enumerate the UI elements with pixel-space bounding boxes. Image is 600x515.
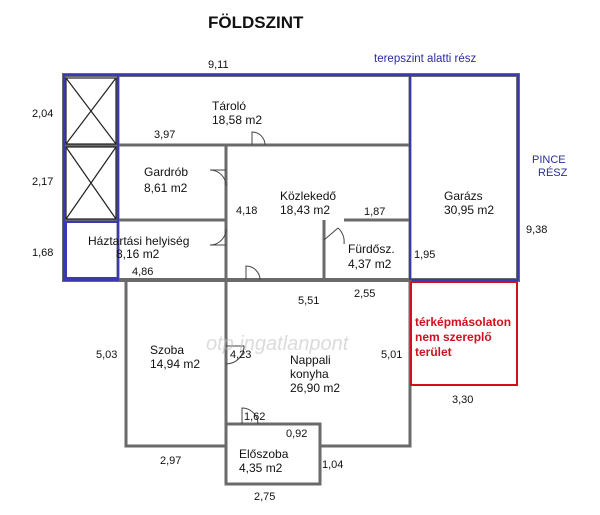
dim-nappali-left: 4,23 <box>230 349 251 361</box>
dim-eloszoba-side-b: 1,04 <box>322 459 343 471</box>
room-haztartasi: Háztartási helyiség 8,16 m2 <box>88 234 189 261</box>
room-nappali: Nappali konyha 26,90 m2 <box>290 353 340 395</box>
svg-text:konyha: konyha <box>290 367 329 381</box>
room-kozlekedo: Közlekedő 18,43 m2 <box>280 189 336 217</box>
dim-eloszoba-bottom: 2,75 <box>254 491 275 503</box>
pince-label-2: RÉSZ <box>538 166 568 179</box>
dim-furdo-top: 1,87 <box>364 206 385 218</box>
dim-haztartasi-len: 4,86 <box>132 266 153 278</box>
svg-text:Garázs: Garázs <box>444 189 483 203</box>
svg-text:4,37 m2: 4,37 m2 <box>348 257 392 271</box>
svg-text:8,16 m2: 8,16 m2 <box>116 247 160 261</box>
svg-text:Gardrób: Gardrób <box>144 165 188 179</box>
unmapped-note-1: térképmásolaton <box>415 315 511 329</box>
dim-kozl-width: 4,18 <box>236 205 257 217</box>
room-gardrob: Gardrób 8,61 m2 <box>144 165 188 195</box>
haztartasi-outline <box>65 221 119 279</box>
dim-left-low: 1,68 <box>32 247 53 259</box>
svg-text:8,61 m2: 8,61 m2 <box>144 181 188 195</box>
dim-tarolo-inner: 3,97 <box>154 129 175 141</box>
basement-outline-left <box>63 74 119 281</box>
dim-red-width: 3,30 <box>452 394 473 406</box>
svg-text:18,43 m2: 18,43 m2 <box>280 203 330 217</box>
svg-text:Előszoba: Előszoba <box>239 447 289 461</box>
dim-furdo-side: 1,95 <box>414 249 435 261</box>
basement-note: terepszint alatti rész <box>374 53 477 65</box>
unmapped-note-3: terület <box>415 345 452 359</box>
svg-text:30,95 m2: 30,95 m2 <box>444 203 494 217</box>
svg-text:Nappali: Nappali <box>290 353 331 367</box>
dim-szoba-height: 5,03 <box>96 349 117 361</box>
watermark: otp ingatlanpont <box>206 333 350 355</box>
svg-text:Háztartási helyiség: Háztartási helyiség <box>88 234 189 248</box>
room-furdo: Fürdősz. 4,37 m2 <box>348 242 395 271</box>
dim-top-total: 9,11 <box>208 59 229 71</box>
svg-text:Közlekedő: Közlekedő <box>280 189 336 203</box>
door-swings <box>209 131 345 425</box>
room-garazs: Garázs 30,95 m2 <box>444 189 494 217</box>
room-tarolo: Tároló 18,58 m2 <box>212 99 262 127</box>
svg-text:26,90 m2: 26,90 m2 <box>290 381 340 395</box>
basement-outline <box>64 74 519 281</box>
dim-eloszoba-side-a: 0,92 <box>286 428 307 440</box>
dim-left-top: 2,04 <box>32 108 53 120</box>
svg-text:18,58 m2: 18,58 m2 <box>212 113 262 127</box>
svg-text:4,35 m2: 4,35 m2 <box>239 461 283 475</box>
dim-left-mid: 2,17 <box>32 176 53 188</box>
dim-eloszoba-top: 1,62 <box>244 411 265 423</box>
void-box-2 <box>65 146 117 220</box>
plan-title: FÖLDSZINT <box>208 13 304 32</box>
dim-szoba-bottom: 2,97 <box>160 455 181 467</box>
room-szoba: Szoba 14,94 m2 <box>150 343 200 371</box>
dim-right-total: 9,38 <box>526 224 547 236</box>
unmapped-note-2: nem szereplő <box>415 330 492 344</box>
dim-mid-2: 2,55 <box>354 288 375 300</box>
svg-text:Szoba: Szoba <box>150 343 184 357</box>
unmapped-area-box <box>410 281 518 386</box>
svg-text:Fürdősz.: Fürdősz. <box>348 242 395 256</box>
svg-text:14,94 m2: 14,94 m2 <box>150 357 200 371</box>
svg-text:Tároló: Tároló <box>212 99 246 113</box>
pince-label-1: PINCE <box>532 154 566 166</box>
dim-nappali-right: 5,01 <box>381 349 402 361</box>
void-box-1 <box>65 77 117 145</box>
dim-nappali-top: 5,51 <box>298 295 319 307</box>
dimension-labels: 9,11 2,04 3,97 2,17 4,18 1,87 9,38 1,68 … <box>32 59 547 503</box>
room-eloszoba: Előszoba 4,35 m2 <box>239 447 289 475</box>
